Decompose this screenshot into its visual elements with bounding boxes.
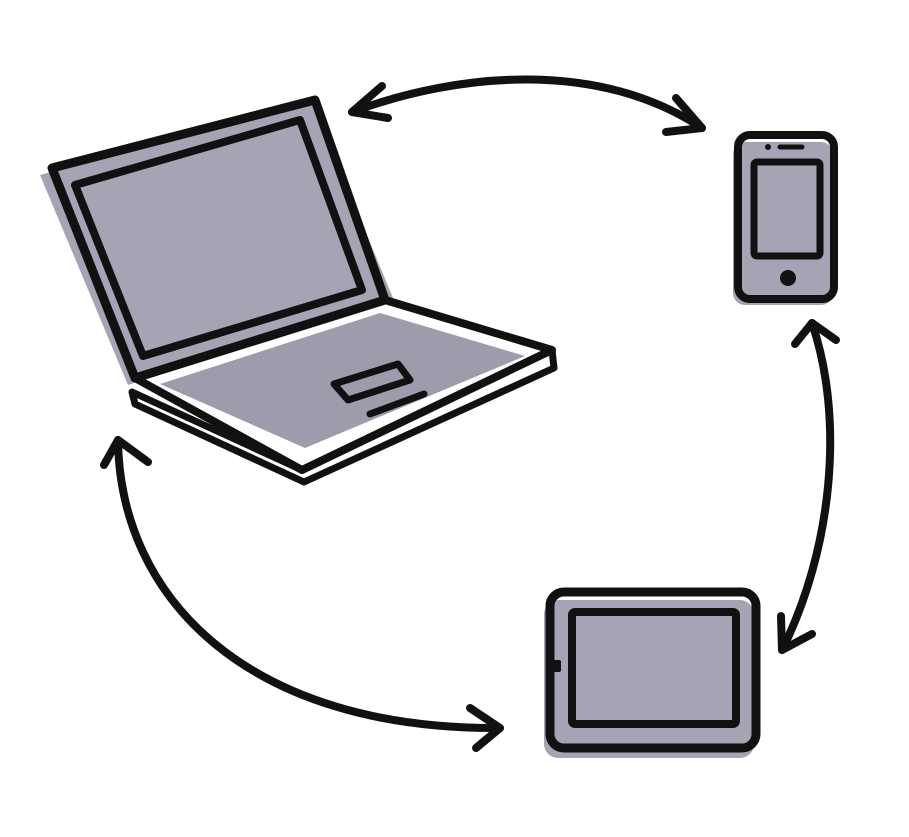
tablet-icon bbox=[544, 587, 761, 758]
phone-screen bbox=[750, 158, 824, 260]
laptop-display bbox=[71, 116, 366, 360]
laptop-trackpad bbox=[330, 360, 414, 404]
tablet-shadow bbox=[544, 600, 754, 758]
laptop-icon bbox=[40, 95, 558, 486]
laptop-base-edge bbox=[128, 346, 558, 486]
arrow-laptop-phone bbox=[348, 75, 706, 136]
laptop-trackpad-button bbox=[366, 390, 428, 418]
arrow-phone-tablet bbox=[777, 319, 840, 654]
phone-home-button bbox=[780, 270, 796, 286]
tablet-home-button bbox=[552, 660, 561, 672]
phone-shadow bbox=[733, 142, 833, 305]
smartphone-icon bbox=[733, 131, 838, 305]
phone-camera bbox=[765, 144, 771, 150]
arrow-tablet-laptop bbox=[100, 436, 504, 752]
phone-body bbox=[734, 131, 838, 303]
tablet-screen bbox=[568, 608, 740, 728]
tablet-body bbox=[545, 587, 761, 753]
